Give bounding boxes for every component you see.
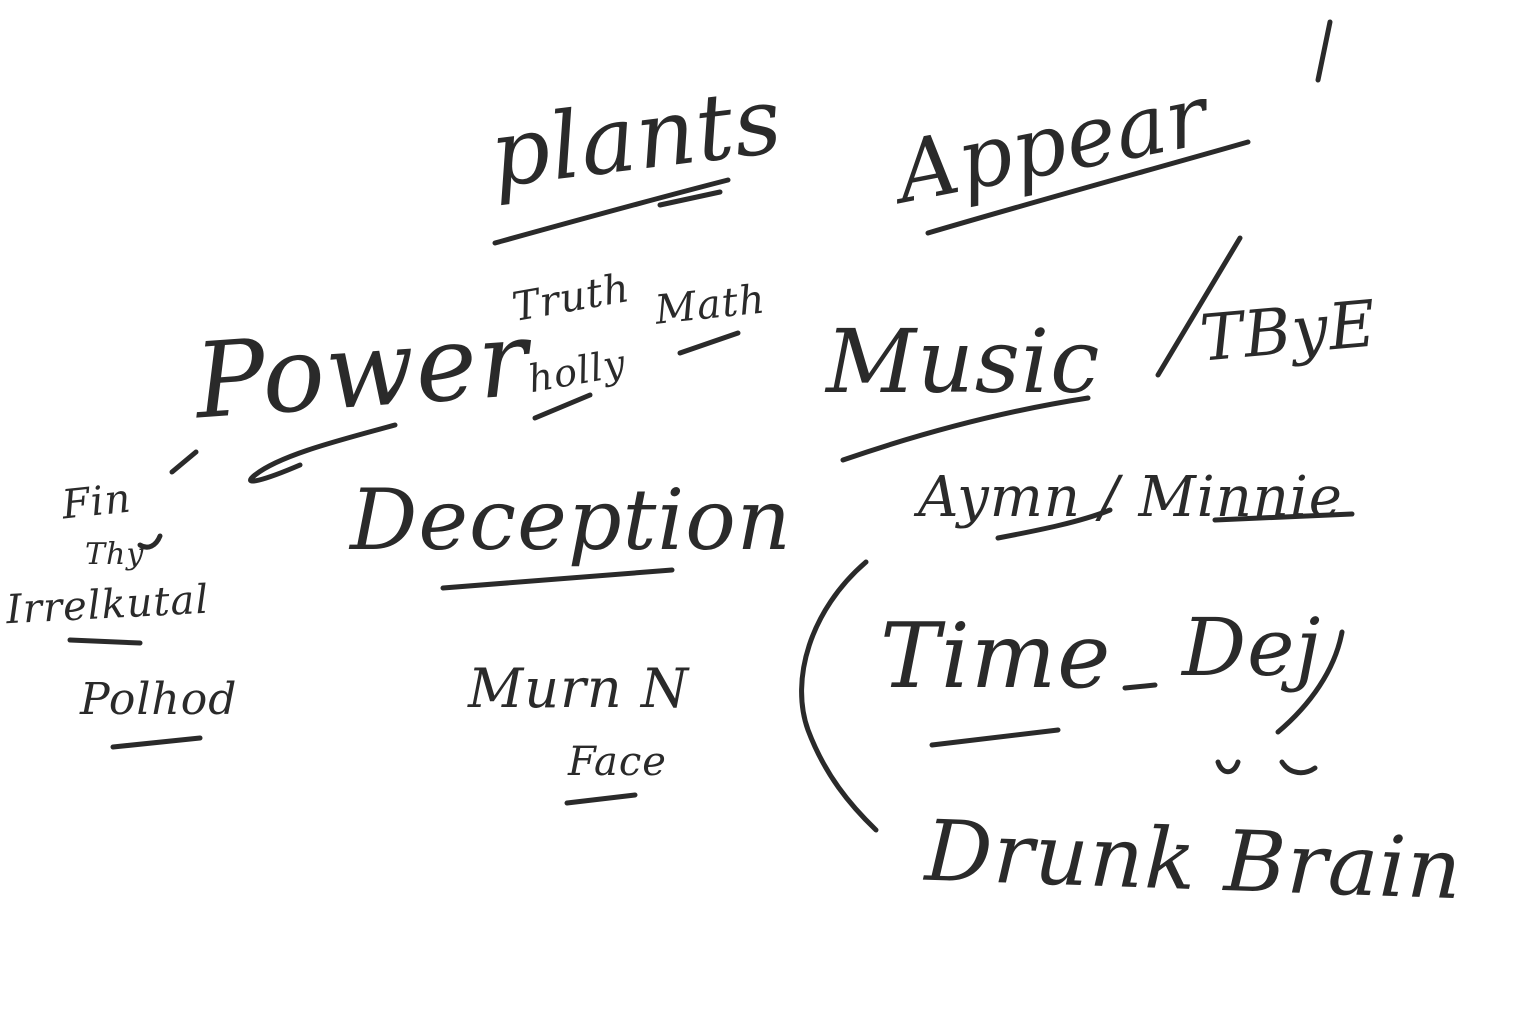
word-fin: Fin: [59, 475, 134, 529]
word-holly: holly: [524, 340, 630, 402]
word-aymn-minnie: Aymn / Minnie: [918, 465, 1343, 530]
word-truth: Truth: [508, 265, 634, 331]
math-underline: [677, 330, 741, 356]
word-appear: Appear: [888, 65, 1216, 223]
bracket: [799, 559, 879, 833]
word-dej: Dej: [1182, 601, 1322, 694]
word-polhod: Polhod: [80, 674, 238, 725]
polhod-underline: [110, 735, 203, 750]
word-drunk-brain: Drunk Brain: [923, 801, 1464, 919]
time-underline: [929, 727, 1061, 748]
word-irrelkutal: Irrelkutal: [4, 576, 211, 634]
word-tbye: TByE: [1197, 287, 1380, 377]
word-murn-n: Murn N: [468, 657, 690, 720]
word-music: Music: [826, 310, 1101, 413]
link-dash: [169, 449, 199, 475]
irrelkutal-underline: [67, 637, 143, 646]
word-thy: Thy: [85, 537, 145, 572]
word-deception: Deception: [350, 471, 792, 569]
word-face: Face: [568, 739, 667, 785]
smile-mark-2: [1279, 759, 1318, 776]
plants-underline-short: [657, 189, 723, 208]
smile-mark-1: [1215, 759, 1241, 775]
word-time: Time: [880, 604, 1112, 709]
word-math: Math: [652, 276, 768, 334]
appear-tick: [1315, 19, 1333, 83]
time-dej-dash: [1122, 682, 1158, 691]
face-underline: [564, 792, 638, 806]
word-plants: plants: [484, 66, 788, 209]
deception-underline: [440, 567, 675, 591]
word-power: Power: [191, 297, 533, 443]
